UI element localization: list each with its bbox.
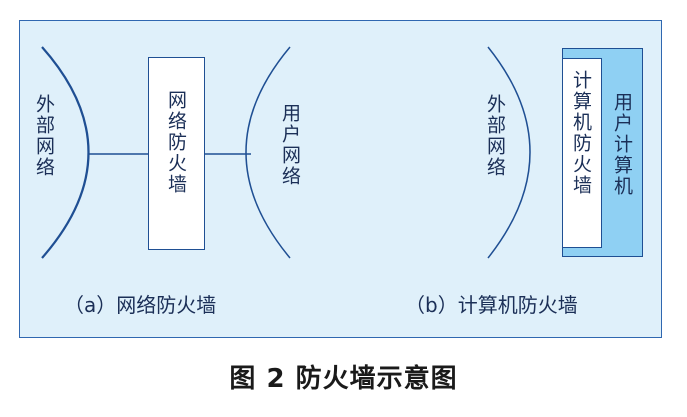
- caption-a: （a）网络防火墙: [64, 293, 217, 317]
- network-firewall-label: 网络防火墙: [165, 90, 187, 195]
- network-firewall-box: [148, 57, 205, 250]
- external-network-arc-b: [487, 46, 531, 259]
- external-network-label-b: 外部网络: [484, 94, 506, 178]
- external-network-label-a: 外部网络: [33, 94, 55, 178]
- diagram-panel: [19, 20, 662, 338]
- user-computer-label: 用户计算机: [611, 92, 633, 197]
- host-firewall-label: 计算机防火墙: [570, 70, 592, 196]
- caption-b: （b）计算机防火墙: [405, 293, 578, 317]
- external-network-arc-a: [41, 46, 90, 259]
- user-network-arc-a: [245, 46, 291, 259]
- figure-title: 图 2 防火墙示意图: [229, 364, 458, 394]
- user-network-label: 用户网络: [279, 103, 301, 187]
- host-firewall-box: [562, 58, 602, 248]
